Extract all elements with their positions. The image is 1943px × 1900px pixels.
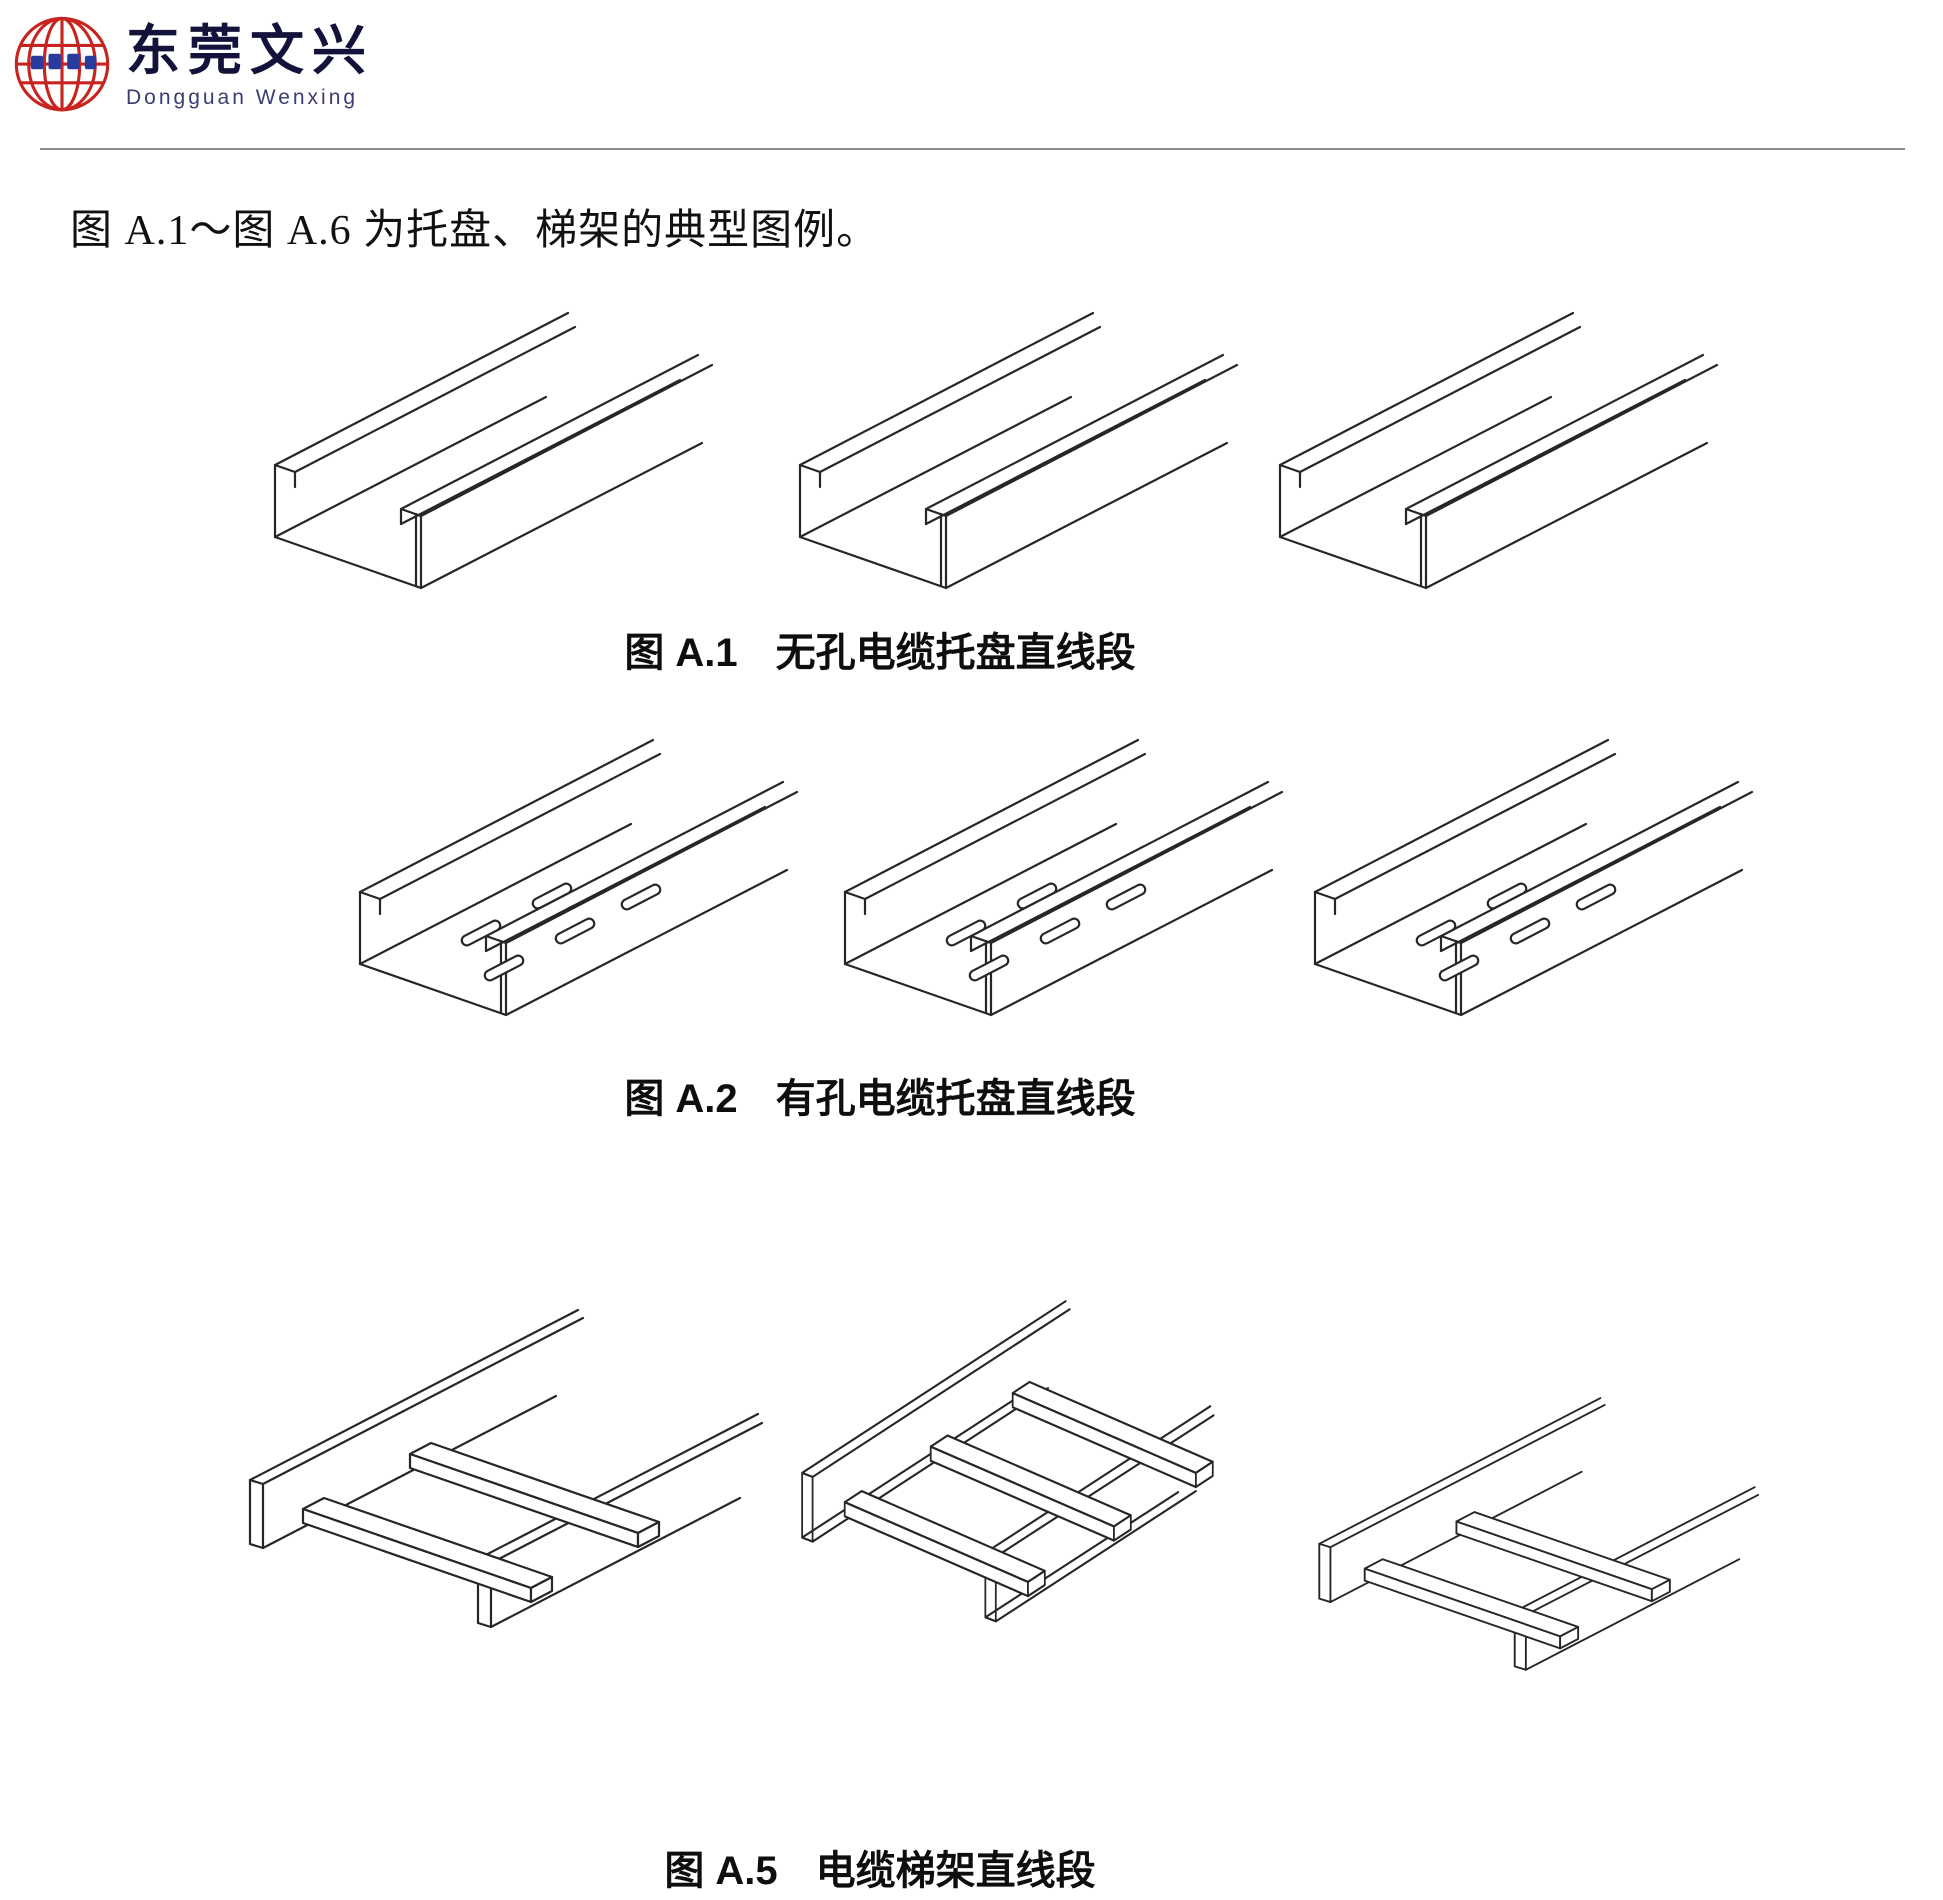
figure-a5-caption-title: 电缆梯架直线段 bbox=[815, 1849, 1096, 1893]
figure-a5-caption: 图 A.5 电缆梯架直线段 bbox=[0, 1838, 1760, 1896]
figure-a1-tray-drawing-3 bbox=[1278, 311, 1719, 590]
figure-a5-ladder-drawing-3 bbox=[1318, 1397, 1760, 1671]
figure-a2-tray-drawing-1 bbox=[358, 738, 799, 1017]
figure-a5-ladder-drawing-1 bbox=[248, 1308, 764, 1629]
figure-a2-caption-title: 有孔电缆托盘直线段 bbox=[775, 1077, 1136, 1121]
figure-a2-caption: 图 A.2 有孔电缆托盘直线段 bbox=[0, 1066, 1760, 1124]
header-divider bbox=[40, 148, 1905, 150]
logo-text-block: 东莞文兴 Dongguan Wenxing bbox=[126, 8, 374, 110]
company-logo: 东莞文兴 Dongguan Wenxing bbox=[10, 8, 374, 116]
globe-characters-mark bbox=[30, 53, 97, 70]
figure-a2-tray-drawing-2 bbox=[843, 738, 1284, 1017]
figure-a1-caption-title: 无孔电缆托盘直线段 bbox=[775, 631, 1136, 675]
globe-logo-icon bbox=[14, 16, 110, 112]
brand-name-en: Dongguan Wenxing bbox=[126, 86, 359, 109]
figure-a1-tray-drawing-2 bbox=[798, 311, 1239, 590]
figure-a5-ladder-drawing-2 bbox=[801, 1300, 1215, 1623]
figure-a2-tray-drawing-3 bbox=[1313, 738, 1754, 1017]
figure-a1-tray-drawing-1 bbox=[273, 311, 714, 590]
brand-name-cn: 东莞文兴 bbox=[126, 21, 374, 81]
intro-text: 图 A.1～图 A.6 为托盘、梯架的典型图例。 bbox=[70, 208, 880, 254]
figure-a1-caption-label: 图 A.1 bbox=[624, 631, 738, 675]
figure-a1-caption: 图 A.1 无孔电缆托盘直线段 bbox=[0, 620, 1760, 678]
figure-a5-caption-label: 图 A.5 bbox=[664, 1849, 778, 1893]
figure-a2-caption-label: 图 A.2 bbox=[624, 1077, 738, 1121]
